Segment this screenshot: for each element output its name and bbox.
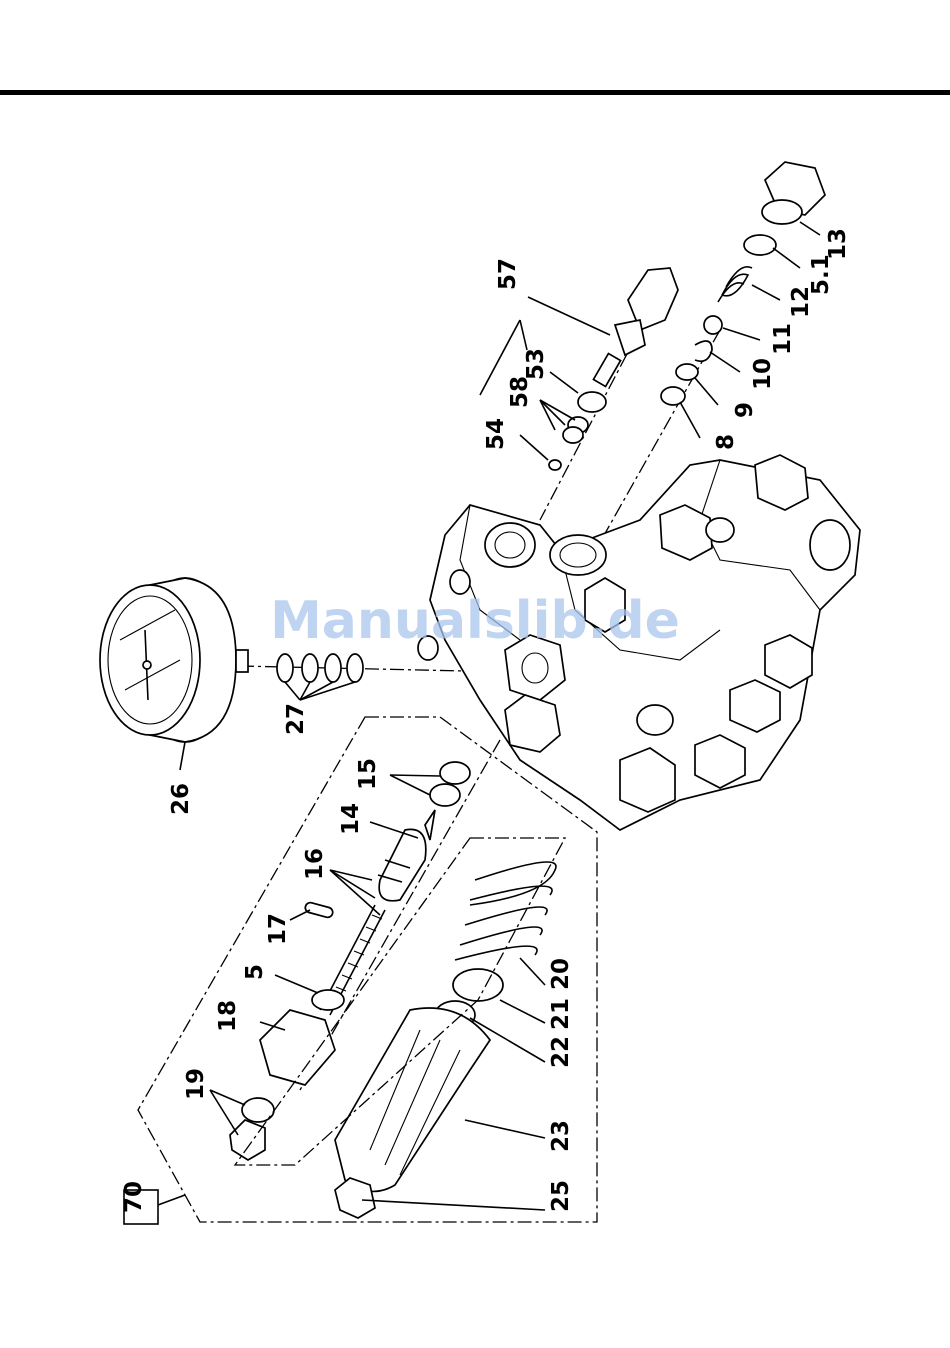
callout-18: 18	[215, 1000, 241, 1032]
callout-20: 20	[548, 958, 574, 990]
callout-15: 15	[355, 758, 381, 790]
assembly-70-label: 70	[121, 1181, 147, 1213]
callout-58: 58	[507, 376, 533, 408]
callout-9: 9	[732, 402, 758, 418]
callout-21: 21	[548, 998, 574, 1030]
callout-12: 12	[788, 286, 814, 318]
callout-10: 10	[750, 358, 776, 390]
callout-22: 22	[548, 1036, 574, 1068]
callout-16: 16	[302, 848, 328, 880]
callout-8: 8	[713, 434, 739, 450]
pressure-gauge	[100, 578, 248, 742]
callout-5: 5	[242, 964, 268, 980]
callout-53: 53	[523, 348, 549, 380]
watermark-text: Manualslib.de	[270, 591, 680, 651]
callout-11: 11	[770, 323, 796, 355]
callout-57: 57	[495, 258, 521, 290]
callout-14: 14	[338, 803, 364, 835]
callout-23: 23	[548, 1120, 574, 1152]
right-valve-stack	[661, 162, 825, 405]
callout-54: 54	[483, 418, 509, 450]
callout-27: 27	[283, 703, 309, 735]
callout-25: 25	[548, 1180, 574, 1212]
callout-26: 26	[168, 783, 194, 815]
callout-17: 17	[265, 913, 291, 945]
callout-19: 19	[183, 1068, 209, 1100]
